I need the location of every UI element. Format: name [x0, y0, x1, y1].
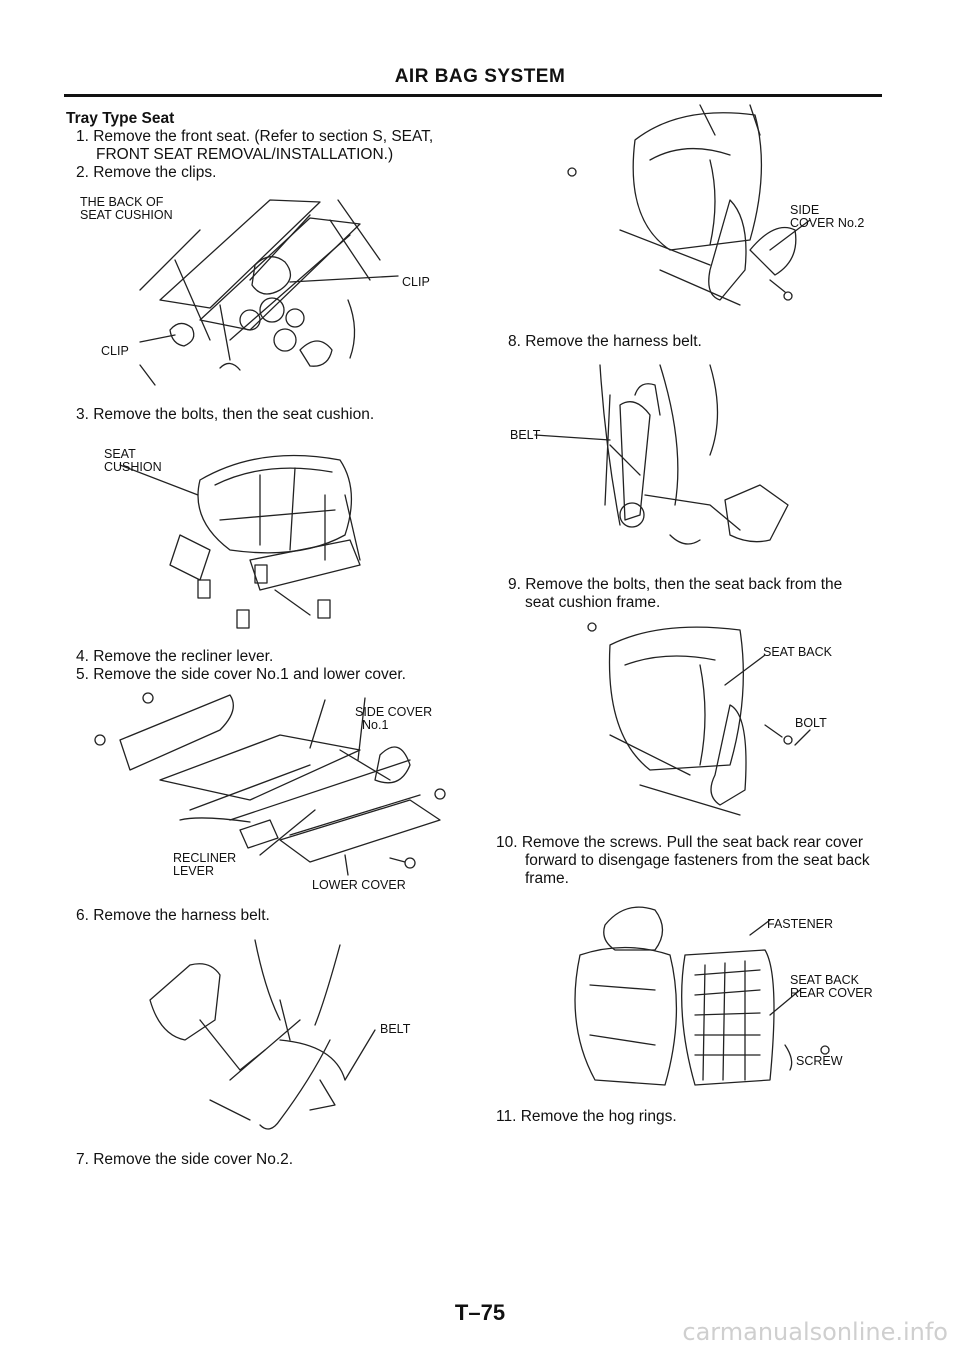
- label-side-cover-no2-b: COVER No.2: [790, 216, 865, 230]
- step-9-line-2: seat cushion frame.: [525, 594, 661, 611]
- step-10-line-1: 10. Remove the screws. Pull the seat bac…: [496, 834, 863, 851]
- step-9-line-1: 9. Remove the bolts, then the seat back …: [508, 576, 843, 593]
- label-clip-left: CLIP: [101, 344, 129, 358]
- figure-side-cover-recliner: [94, 692, 446, 876]
- label-back-of-seat-cushion-1: THE BACK OF: [80, 195, 164, 209]
- label-screw: SCREW: [796, 1054, 843, 1068]
- figure-seat-back-rear-cover: [574, 906, 830, 1086]
- label-side-cover-no1-a: SIDE COVER: [355, 705, 433, 719]
- label-recliner-lever-1: RECLINER: [173, 851, 237, 865]
- figure-side-cover-no2: [567, 104, 811, 306]
- page-header-title: AIR BAG SYSTEM: [394, 66, 566, 87]
- step-1-line-1: 1. Remove the front seat. (Refer to sect…: [76, 128, 434, 145]
- label-side-cover-no1-b: No.1: [362, 718, 389, 732]
- step-2: 2. Remove the clips.: [76, 164, 217, 181]
- step-6: 6. Remove the harness belt.: [76, 907, 270, 924]
- figure-seat-back-bolt: [587, 622, 811, 816]
- label-recliner-lever-2: LEVER: [173, 864, 214, 878]
- figure-harness-belt-lower: [149, 939, 376, 1130]
- step-4: 4. Remove the recliner lever.: [76, 648, 274, 665]
- section-title: Tray Type Seat: [66, 110, 175, 127]
- label-side-cover-no2-a: SIDE: [790, 203, 820, 217]
- label-rear-cover-2: REAR COVER: [790, 986, 873, 1000]
- label-seat-back: SEAT BACK: [763, 645, 833, 659]
- watermark: carmanualsonline.info: [682, 1318, 948, 1346]
- step-10-line-3: frame.: [525, 870, 569, 887]
- figure-harness-belt-upper: [534, 364, 789, 545]
- figure-clips: [139, 199, 399, 386]
- step-8: 8. Remove the harness belt.: [508, 333, 702, 350]
- step-11: 11. Remove the hog rings.: [496, 1108, 677, 1125]
- label-back-of-seat-cushion-2: SEAT CUSHION: [80, 208, 173, 222]
- page-number: T–75: [454, 1300, 506, 1325]
- label-belt-6: BELT: [380, 1022, 411, 1036]
- label-clip-right: CLIP: [402, 275, 430, 289]
- label-lower-cover: LOWER COVER: [312, 878, 406, 892]
- label-seat-cushion-2: CUSHION: [104, 460, 162, 474]
- label-bolt: BOLT: [795, 716, 827, 730]
- step-7: 7. Remove the side cover No.2.: [76, 1151, 294, 1168]
- step-5: 5. Remove the side cover No.1 and lower …: [76, 666, 406, 683]
- label-fastener: FASTENER: [767, 917, 833, 931]
- label-seat-cushion-1: SEAT: [104, 447, 136, 461]
- step-3: 3. Remove the bolts, then the seat cushi…: [76, 406, 375, 423]
- step-10-line-2: forward to disengage fasteners from the …: [525, 852, 870, 869]
- header-rule: [64, 94, 882, 97]
- label-belt-8: BELT: [510, 428, 541, 442]
- step-1-line-2: FRONT SEAT REMOVAL/INSTALLATION.): [96, 146, 394, 163]
- label-rear-cover-1: SEAT BACK: [790, 973, 860, 987]
- figure-seat-cushion: [119, 454, 361, 629]
